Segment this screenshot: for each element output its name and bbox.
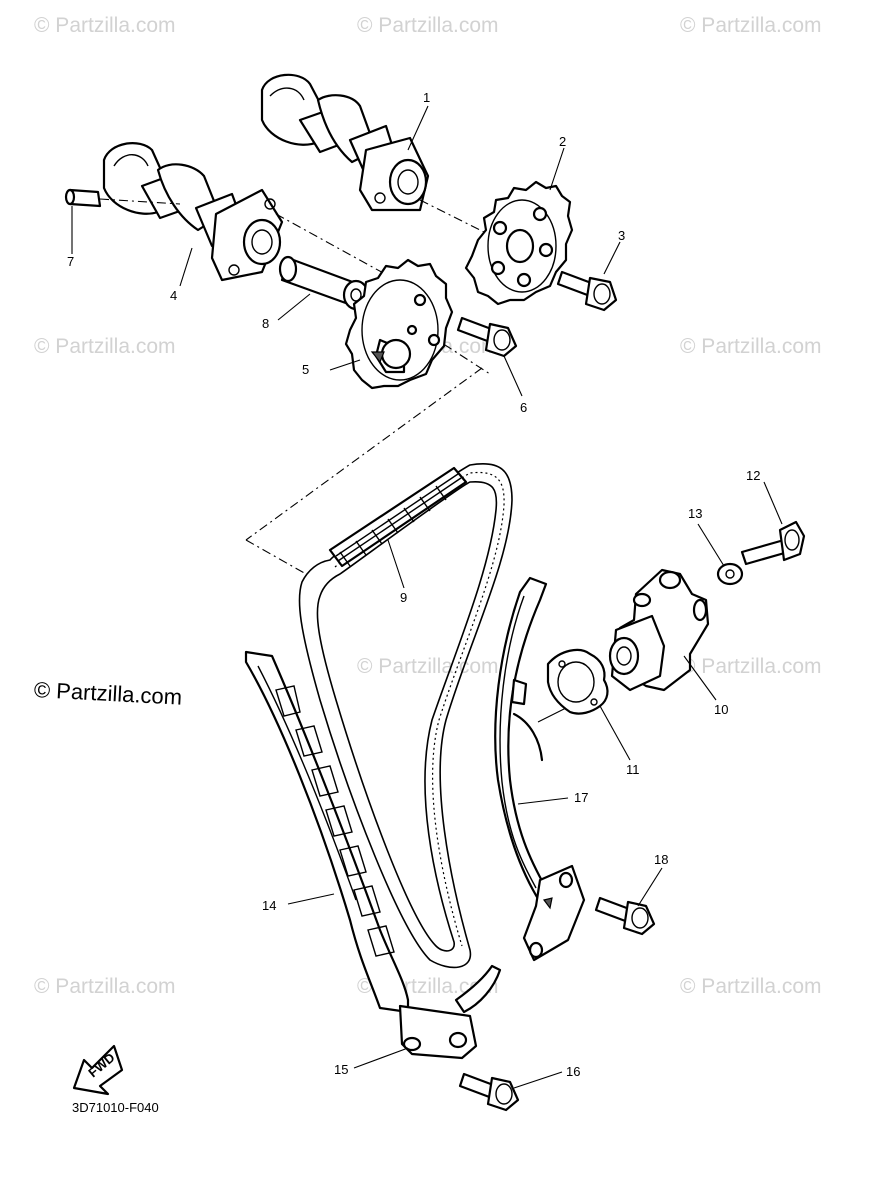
callout-2: 2: [559, 134, 566, 149]
decompressor-shaft[interactable]: [278, 255, 370, 311]
bolt-3[interactable]: [556, 270, 618, 312]
watermark: © Partzilla.com: [357, 655, 499, 678]
callout-12: 12: [746, 468, 760, 483]
callout-7: 7: [67, 254, 74, 269]
cam-sprocket-lower[interactable]: [344, 258, 454, 390]
timing-chain[interactable]: [298, 463, 513, 969]
callout-8: 8: [262, 316, 269, 331]
callout-5: 5: [302, 362, 309, 377]
callout-18: 18: [654, 852, 668, 867]
callout-3: 3: [618, 228, 625, 243]
callout-10: 10: [714, 702, 728, 717]
callout-4: 4: [170, 288, 177, 303]
callout-16: 16: [566, 1064, 580, 1079]
callout-14: 14: [262, 898, 276, 913]
callout-13: 13: [688, 506, 702, 521]
watermark: © Partzilla.com: [34, 14, 176, 37]
tensioner-gasket[interactable]: [546, 648, 609, 715]
diagram-code: 3D71010-F040: [72, 1100, 159, 1115]
fwd-arrow-icon: FWD: [72, 1044, 124, 1096]
callout-9: 9: [400, 590, 407, 605]
bolt-6[interactable]: [456, 316, 518, 358]
camshaft-upper[interactable]: [260, 73, 430, 212]
chain-guide-right[interactable]: [494, 576, 586, 962]
alignment-line: [245, 367, 483, 541]
alignment-line: [275, 213, 397, 281]
dowel-pin[interactable]: [64, 188, 181, 208]
watermark: © Partzilla.com: [34, 335, 176, 358]
watermark: © Partzilla.com: [680, 335, 822, 358]
watermark: © Partzilla.com: [680, 975, 822, 998]
callouts: 1 2 3 4 5 6 7 8 9 10 11 12 13 14 15 16 1…: [67, 90, 760, 1079]
bolt-12[interactable]: [740, 520, 806, 566]
watermark: © Partzilla.com: [680, 655, 822, 678]
bolt-16[interactable]: [458, 1072, 520, 1112]
callout-15: 15: [334, 1062, 348, 1077]
callout-11: 11: [626, 762, 640, 777]
camshaft-lower[interactable]: [102, 142, 284, 282]
alignment-line: [427, 333, 491, 375]
leader-lines: [71, 105, 783, 1089]
callout-6: 6: [520, 400, 527, 415]
washer-13[interactable]: [716, 562, 744, 586]
cam-sprocket-upper[interactable]: [464, 180, 574, 306]
watermark: © Partzilla.com: [357, 14, 499, 37]
cam-chain-tensioner[interactable]: [608, 568, 710, 692]
watermark: © Partzilla.com: [680, 14, 822, 37]
bolt-18[interactable]: [594, 896, 656, 936]
watermark: © Partzilla.com: [34, 975, 176, 998]
alignment-line: [419, 199, 501, 241]
chain-guide-left[interactable]: [244, 650, 502, 1060]
callout-1: 1: [423, 90, 430, 105]
alignment-line: [245, 539, 307, 575]
callout-17: 17: [574, 790, 588, 805]
